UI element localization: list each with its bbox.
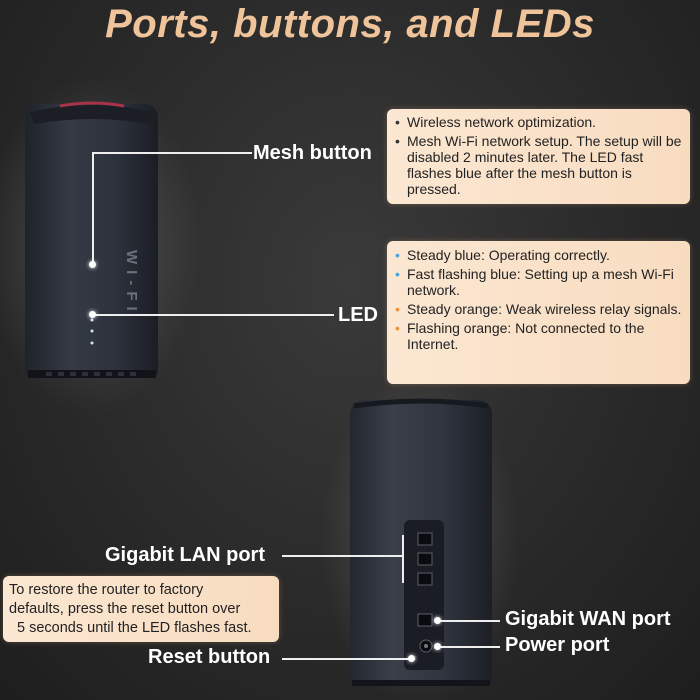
bullet-dot-orange: •	[395, 301, 400, 317]
reset-info-line: defaults, press the reset button over	[9, 601, 241, 617]
wan-marker	[434, 617, 441, 624]
reset-button-label: Reset button	[148, 646, 271, 668]
bullet-dot: •	[395, 114, 400, 130]
power-marker	[434, 643, 441, 650]
front-router	[25, 101, 158, 378]
mesh-button-marker	[89, 261, 96, 268]
mesh-leader-horizontal	[92, 152, 252, 154]
reset-info-box: To restore the router to factory default…	[3, 576, 279, 642]
top-accent	[59, 101, 125, 108]
led-info-item: • Steady orange: Weak wireless relay sig…	[395, 301, 682, 317]
device-branding: WI-FI	[123, 250, 140, 317]
led-marker	[89, 311, 96, 318]
status-led-1	[90, 318, 94, 322]
mesh-info-box: • Wireless network optimization. • Mesh …	[387, 109, 690, 204]
led-leader	[92, 314, 334, 316]
status-led-2	[90, 329, 94, 333]
mesh-info-item: • Mesh Wi-Fi network setup. The setup wi…	[395, 133, 682, 197]
led-info-item: • Flashing orange: Not connected to the …	[395, 320, 645, 352]
mesh-leader-vertical	[92, 152, 94, 265]
led-label: LED	[338, 304, 378, 326]
wan-port	[417, 613, 433, 627]
power-leader	[437, 646, 500, 648]
reset-marker	[408, 655, 415, 662]
gigabit-wan-port-label: Gigabit WAN port	[505, 608, 671, 630]
bullet-dot-orange: •	[395, 320, 400, 336]
bullet-dot-blue: •	[395, 266, 400, 282]
mesh-button-label: Mesh button	[253, 142, 372, 164]
port-panel	[404, 520, 444, 670]
lan-ports	[417, 532, 433, 586]
led-info-item: • Steady blue: Operating correctly.	[395, 247, 610, 263]
status-led-3	[90, 341, 94, 345]
back-router	[350, 398, 492, 686]
led-info-box: • Steady blue: Operating correctly. • Fa…	[387, 241, 690, 384]
power-port-label: Power port	[505, 634, 610, 656]
wan-leader	[437, 620, 500, 622]
bullet-dot: •	[395, 133, 400, 149]
gigabit-lan-port-label: Gigabit LAN port	[105, 544, 265, 566]
page-title: Ports, buttons, and LEDs	[105, 2, 595, 46]
lan-bracket	[402, 535, 404, 583]
reset-info-line: To restore the router to factory	[9, 582, 204, 598]
mesh-info-item: • Wireless network optimization.	[395, 114, 597, 130]
reset-leader	[282, 658, 410, 660]
led-info-item: • Fast flashing blue: Setting up a mesh …	[395, 266, 674, 298]
lan-leader	[282, 555, 402, 557]
reset-info-line: 5 seconds until the LED flashes fast.	[17, 620, 252, 636]
bullet-dot-blue: •	[395, 247, 400, 263]
